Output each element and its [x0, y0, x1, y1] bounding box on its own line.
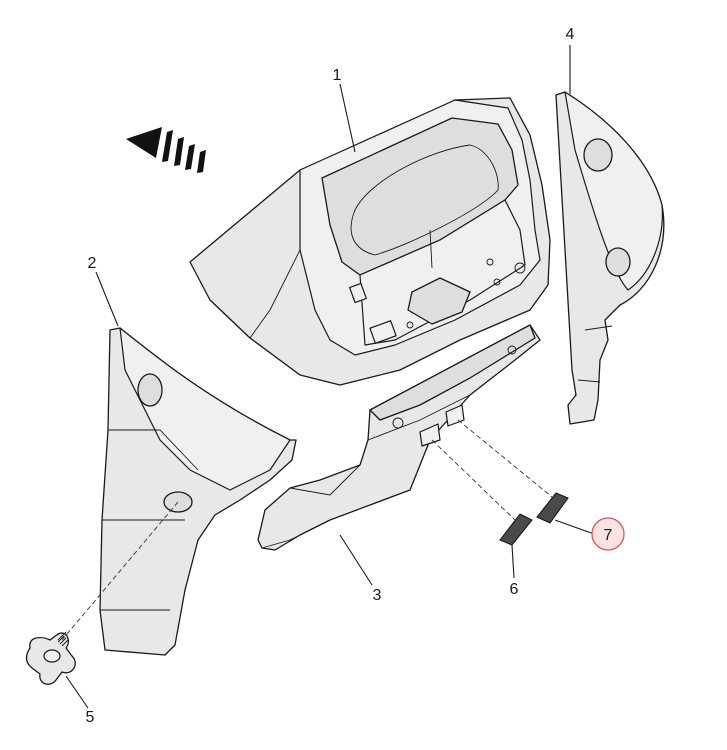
- callout-label-6: 6: [510, 581, 519, 598]
- part-6-pad: [499, 513, 533, 546]
- callout-label-5: 5: [86, 709, 95, 726]
- assembly-dashed-lines: [61, 419, 553, 641]
- callout-label-1: 1: [333, 67, 342, 84]
- callout-label-4: 4: [566, 26, 575, 43]
- direction-arrow-icon: [126, 127, 206, 173]
- part-1-console-tub: [189, 97, 551, 386]
- callout-label-3: 3: [373, 587, 382, 604]
- leader-lines: [65, 45, 595, 709]
- part-5-knob: [25, 631, 76, 685]
- part-7-pad: [536, 492, 569, 524]
- callout-7-highlight: [591, 517, 625, 551]
- part-4-right-cover: [555, 91, 665, 425]
- part-2-side-cover: [99, 327, 297, 656]
- callout-label-7: 7: [604, 527, 613, 544]
- callout-label-2: 2: [88, 255, 97, 272]
- part-3-lower-panel: [257, 324, 541, 551]
